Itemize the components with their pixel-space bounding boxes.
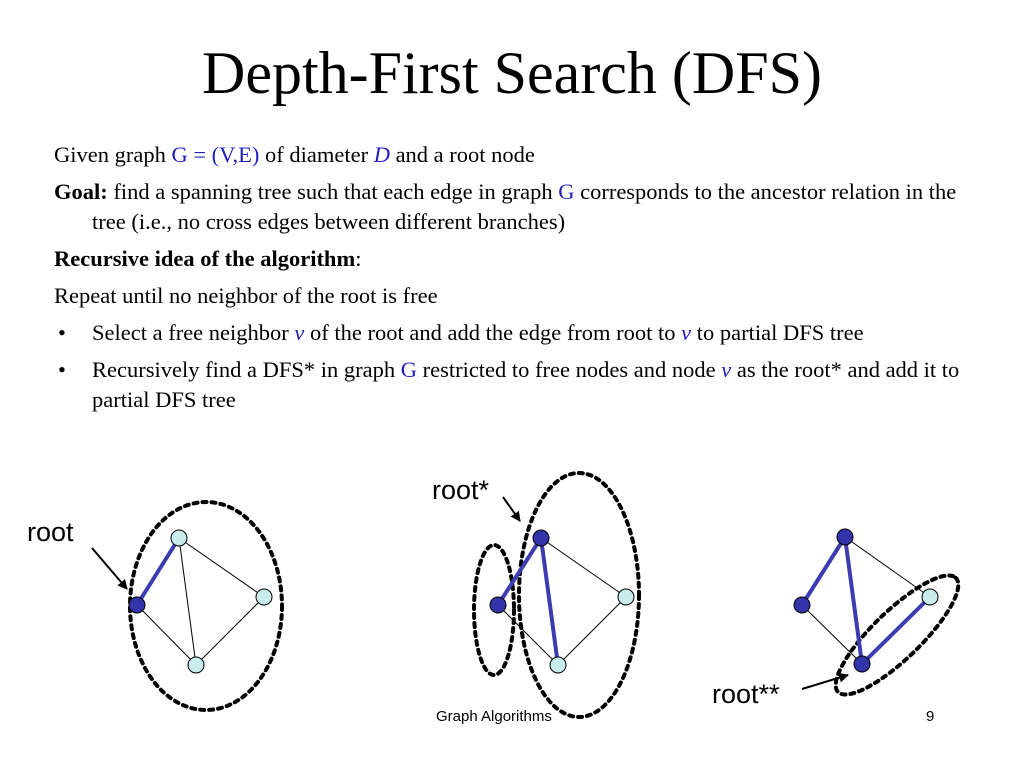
tree-edge — [843, 536, 864, 665]
given-graph-line: Given graph G = (V,E) of diameter D and … — [54, 142, 535, 167]
tree-edge — [800, 535, 847, 607]
figure-1-dotted-ellipse — [128, 500, 284, 712]
recursive-heading: Recursive idea of the algorithm: — [54, 246, 362, 271]
repeat-line: Repeat until no neighbor of the root is … — [54, 283, 438, 308]
free-node — [921, 588, 939, 606]
figure-2-large-ellipse — [517, 471, 641, 719]
edge — [178, 537, 265, 598]
tree-edge — [539, 537, 560, 666]
edge — [178, 537, 197, 666]
visited-node — [489, 596, 507, 614]
page-number: 9 — [926, 708, 935, 725]
figure-3-rotated-ellipse — [833, 573, 961, 697]
diameter-symbol: D — [373, 142, 390, 167]
free-node — [255, 588, 273, 606]
free-node — [170, 529, 188, 547]
bullet-item-2: • Recursively find a DFS* in graph G res… — [58, 357, 960, 412]
edge — [136, 604, 197, 666]
label-root-double-star: root** — [712, 679, 780, 709]
visited-node — [853, 655, 871, 673]
slide-body: Given graph G = (V,E) of diameter D and … — [54, 140, 984, 422]
goal-label: Goal: — [54, 179, 108, 204]
pointer-arrow — [502, 496, 521, 522]
slide-title: Depth-First Search (DFS) — [202, 40, 822, 106]
free-node — [187, 656, 205, 674]
label-root-star: root* — [432, 475, 490, 505]
tree-edge — [496, 536, 543, 607]
edge — [844, 536, 931, 598]
label-root: root — [27, 517, 74, 547]
visited-node — [128, 596, 146, 614]
goal-paragraph: Goal: find a spanning tree such that eac… — [54, 179, 957, 234]
free-node — [549, 656, 567, 674]
edge — [557, 596, 627, 666]
graph-notation: G = (V,E) — [171, 142, 260, 167]
figure-2-graph: root* — [432, 471, 641, 719]
bullet-dot: • — [58, 320, 66, 345]
figure-1-graph: root — [27, 500, 284, 712]
visited-node — [836, 528, 854, 546]
bullet-dot: • — [58, 357, 66, 382]
visited-node — [793, 596, 811, 614]
figure-2-small-ellipse — [472, 543, 516, 677]
edge — [801, 604, 863, 665]
edge — [497, 604, 559, 666]
tree-edge — [860, 595, 932, 666]
footer-title: Graph Algorithms — [436, 708, 552, 725]
edge — [195, 596, 265, 666]
tree-edge — [135, 536, 181, 607]
visited-node — [532, 529, 550, 547]
free-node — [617, 588, 635, 606]
edge — [540, 537, 627, 598]
pointer-arrow — [91, 547, 128, 590]
pointer-arrow — [801, 672, 849, 690]
bullet-item-1: • Select a free neighbor v of the root a… — [54, 318, 984, 348]
figure-3-graph: root** — [712, 528, 961, 709]
